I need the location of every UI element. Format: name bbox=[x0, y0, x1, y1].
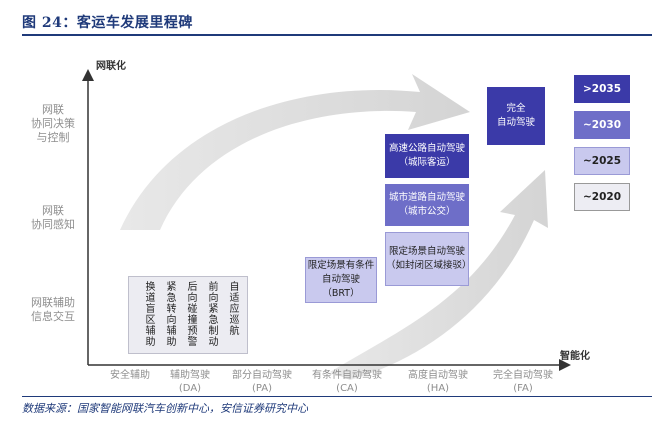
figure-title: 图 24：客运车发展里程碑 bbox=[22, 15, 193, 31]
legend-2025: ~2025 bbox=[574, 147, 630, 175]
y-level-perception: 网联 协同感知 bbox=[31, 204, 75, 231]
y-axis-name: 网联化 bbox=[96, 61, 126, 72]
legend-2030: ~2030 bbox=[574, 111, 630, 139]
x-level-fa: 完全自动驾驶 (FA) bbox=[493, 370, 553, 394]
title-bar: 图 24：客运车发展里程碑 bbox=[22, 10, 652, 36]
adas-box bbox=[128, 276, 248, 354]
y-level-decision: 网联 协同决策 与控制 bbox=[31, 103, 75, 144]
y-level-info: 网联辅助 信息交互 bbox=[31, 296, 75, 323]
x-level-ha: 高度自动驾驶 (HA) bbox=[408, 370, 468, 394]
legend-2035: >2035 bbox=[574, 75, 630, 103]
assist-lane-change: 换道盲区辅助 bbox=[143, 281, 154, 347]
assist-acc: 自适应巡航 bbox=[227, 281, 238, 336]
legend-2020: ~2020 bbox=[574, 183, 630, 211]
x-level-safety: 安全辅助 bbox=[110, 370, 150, 381]
assist-rear-collision: 后向碰撞预警 bbox=[185, 281, 196, 347]
milestone-brt: 限定场景有条件 自动驾驶（BRT） bbox=[305, 257, 377, 303]
x-level-ca: 有条件自动驾驶 (CA) bbox=[312, 370, 382, 394]
milestone-full: 完全 自动驾驶 bbox=[487, 87, 545, 145]
milestone-city: 城市道路自动驾驶 （城市公交） bbox=[385, 184, 469, 226]
assist-forward-brake: 前向紧急制动 bbox=[206, 281, 217, 347]
milestone-closed-area: 限定场景自动驾驶 （如封闭区域接驳） bbox=[385, 232, 472, 286]
assist-emergency-steer: 紧急转向辅助 bbox=[164, 281, 175, 347]
trend-arc-lower bbox=[330, 170, 548, 380]
x-axis-name: 智能化 bbox=[560, 351, 590, 362]
x-level-da: 辅助驾驶 (DA) bbox=[170, 370, 210, 394]
milestone-highway: 高速公路自动驾驶 （城际客运） bbox=[385, 134, 469, 178]
trend-arc-upper bbox=[120, 74, 470, 230]
source-divider bbox=[22, 396, 652, 397]
source-note: 数据来源：国家智能网联汽车创新中心，安信证券研究中心 bbox=[22, 402, 308, 415]
x-level-pa: 部分自动驾驶 (PA) bbox=[232, 370, 292, 394]
